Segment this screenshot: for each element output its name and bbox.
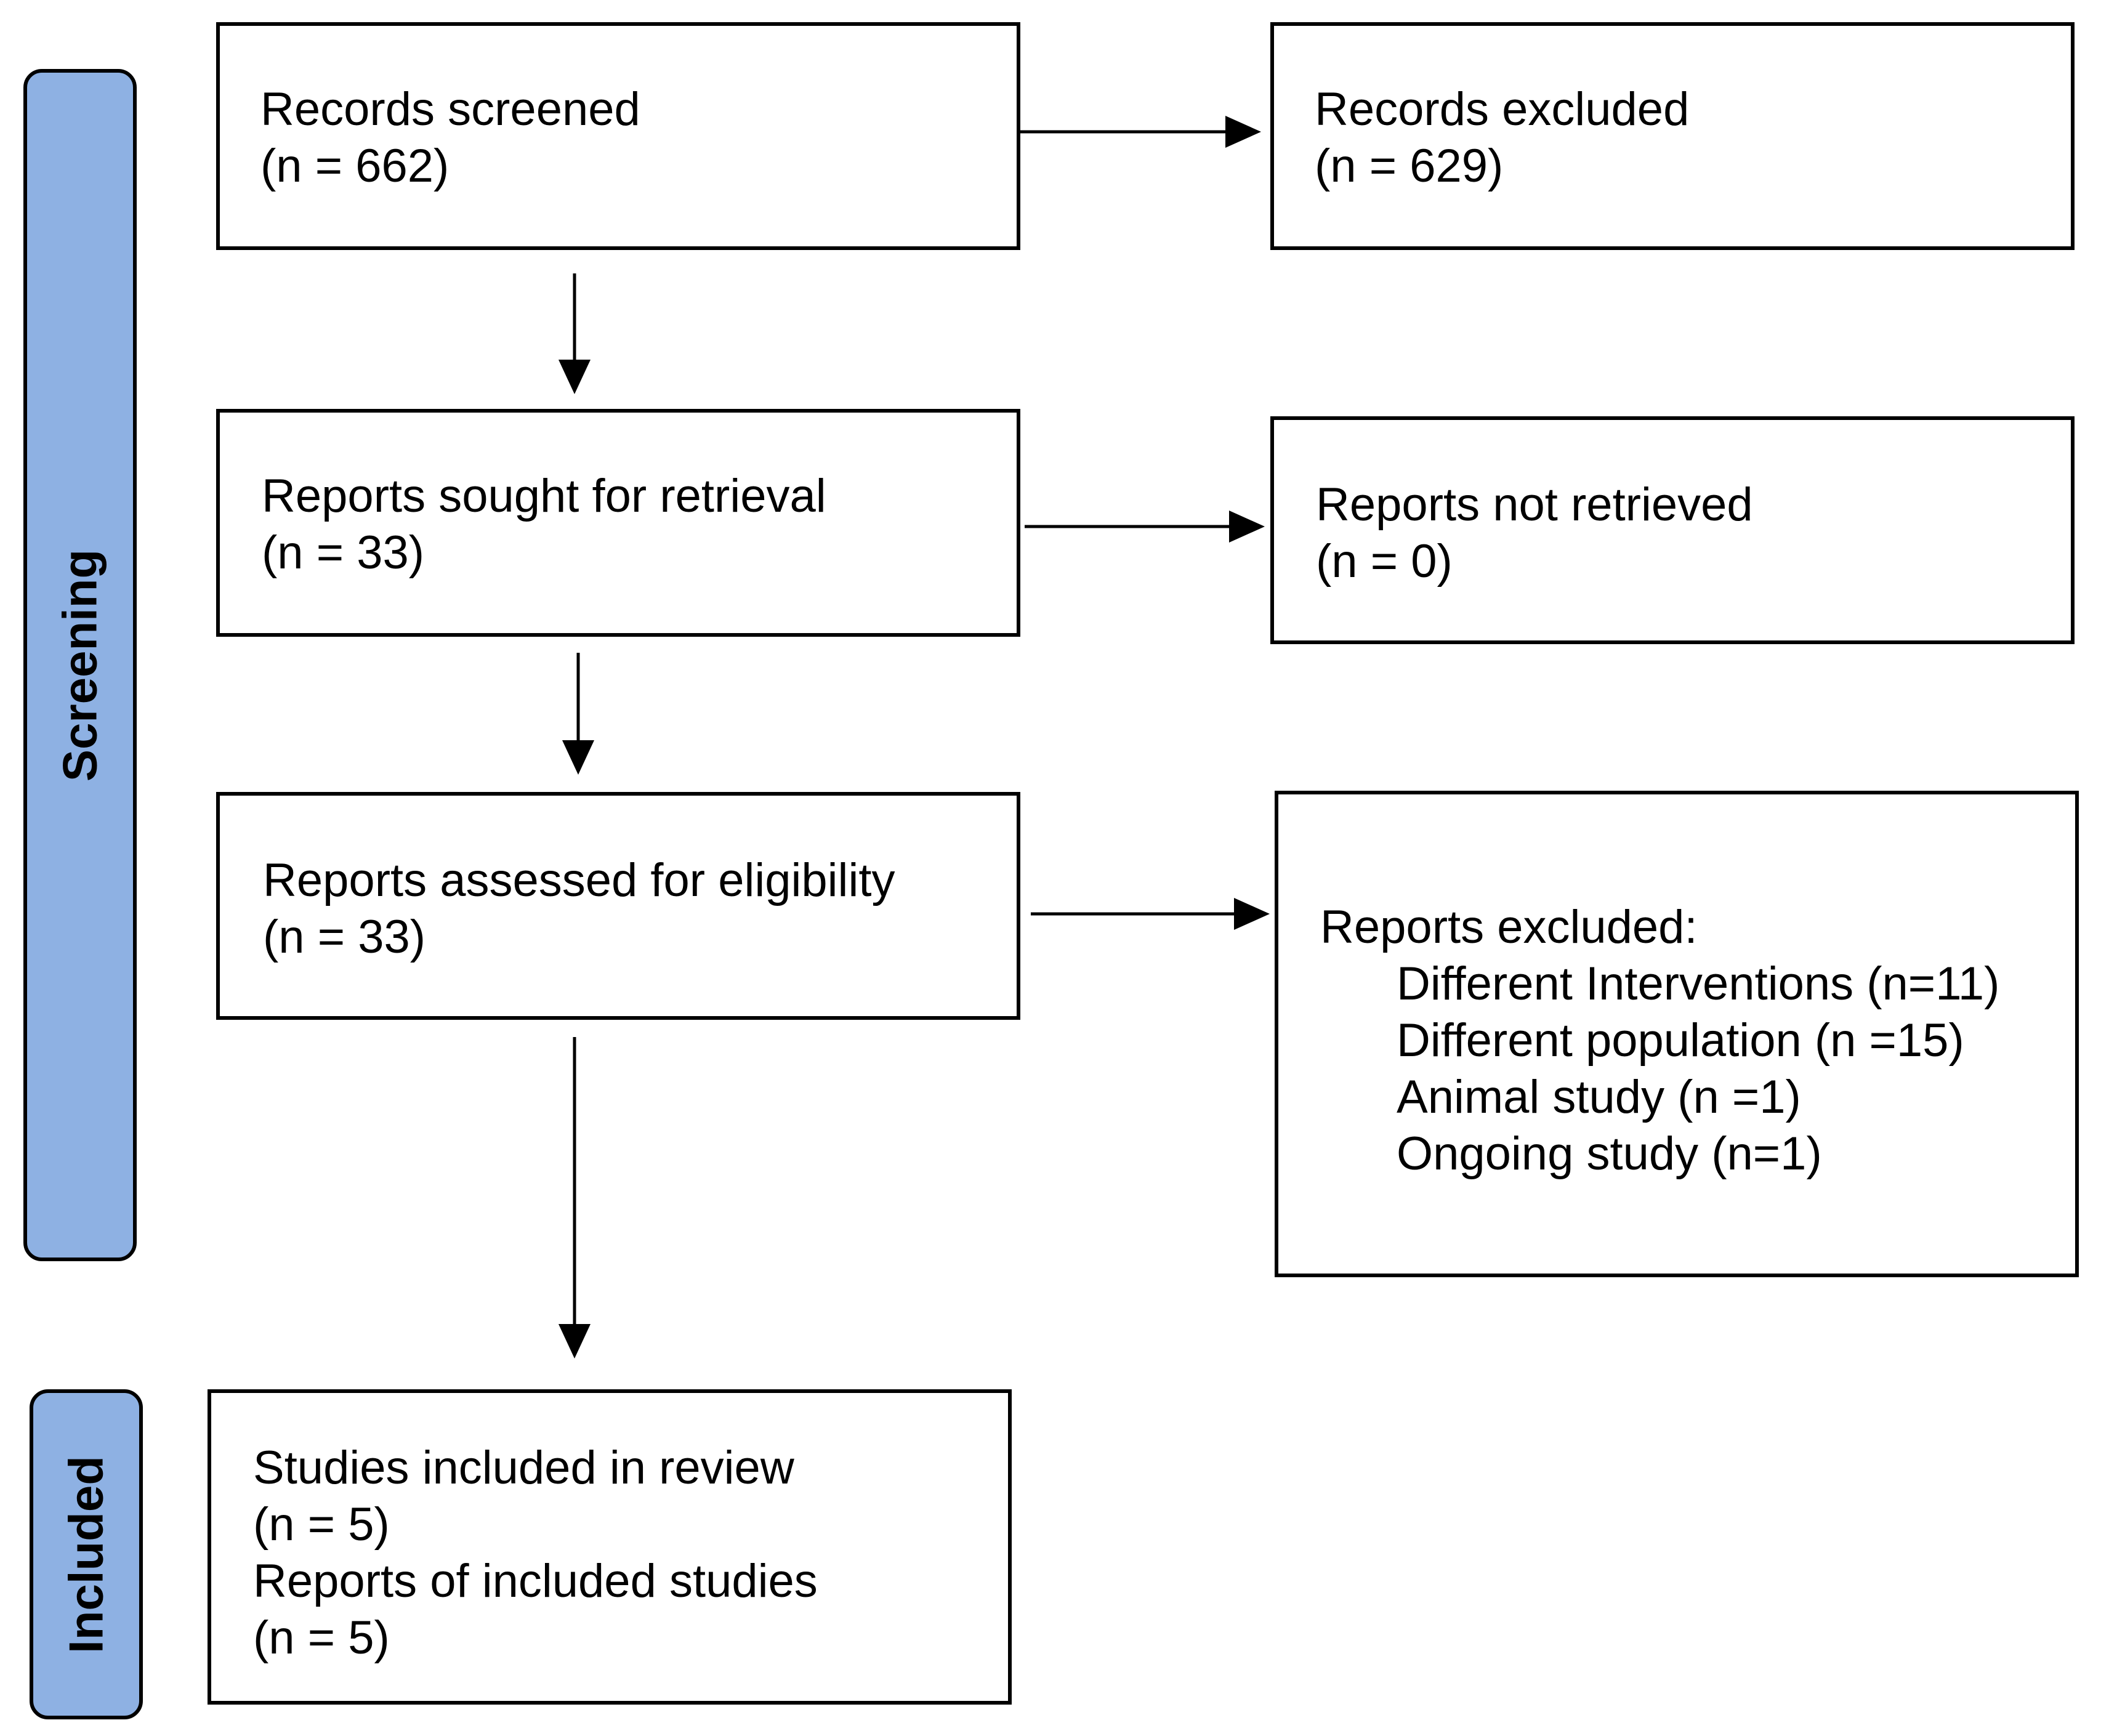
reports-assessed-box: Reports assessed for eligibility (n = 33… xyxy=(216,792,1020,1020)
reports-not-retrieved-count: (n = 0) xyxy=(1316,535,1453,587)
arrowhead xyxy=(1234,898,1270,930)
exclusion-reason: Different Interventions (n=11) xyxy=(1397,958,2000,1010)
arrowhead xyxy=(559,1324,591,1359)
studies-included-count: (n = 5) xyxy=(253,1498,390,1551)
reports-sought-label: Reports sought for retrieval xyxy=(262,470,826,522)
reports-excluded-label: Reports excluded: xyxy=(1320,901,1698,953)
records-screened-label: Records screened xyxy=(260,83,640,135)
studies-included-label: Studies included in review xyxy=(253,1442,794,1494)
arrowhead xyxy=(1229,511,1265,543)
reports-sought-count: (n = 33) xyxy=(262,527,425,579)
exclusion-reason: Animal study (n =1) xyxy=(1397,1071,1801,1123)
reports-not-retrieved-label: Reports not retrieved xyxy=(1316,478,1753,531)
records-excluded-count: (n = 629) xyxy=(1315,140,1504,192)
arrowhead xyxy=(562,740,594,775)
exclusion-reason: Ongoing study (n=1) xyxy=(1397,1128,1822,1180)
reports-sought-box: Reports sought for retrieval (n = 33) xyxy=(216,409,1020,637)
reports-included-count: (n = 5) xyxy=(253,1612,390,1664)
records-excluded-label: Records excluded xyxy=(1315,83,1690,135)
arrowhead xyxy=(1225,116,1261,148)
records-excluded-box: Records excluded (n = 629) xyxy=(1270,22,2075,250)
reports-assessed-count: (n = 33) xyxy=(263,911,426,963)
reports-not-retrieved-box: Reports not retrieved (n = 0) xyxy=(1270,416,2075,644)
exclusion-reason: Different population (n =15) xyxy=(1397,1014,1964,1067)
records-screened-box: Records screened (n = 662) xyxy=(216,22,1020,250)
reports-included-label: Reports of included studies xyxy=(253,1555,818,1607)
arrowhead xyxy=(559,360,591,394)
included-phase-bar: Included xyxy=(30,1389,143,1719)
studies-included-box: Studies included in review (n = 5) Repor… xyxy=(208,1389,1012,1705)
screening-phase-bar: Screening xyxy=(23,69,137,1261)
records-screened-count: (n = 662) xyxy=(260,140,450,192)
reports-assessed-label: Reports assessed for eligibility xyxy=(263,854,895,906)
reports-excluded-box: Reports excluded: Different Intervention… xyxy=(1275,791,2079,1277)
